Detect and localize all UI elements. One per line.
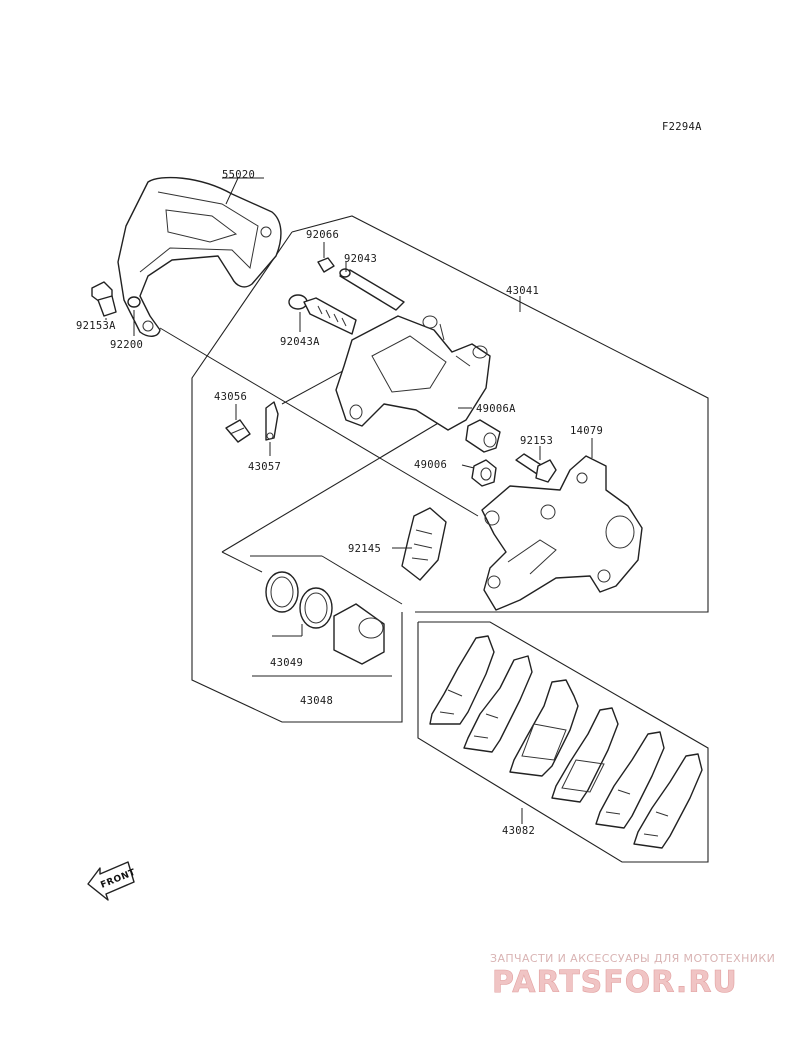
brake-pad-6 xyxy=(633,753,703,849)
figure-code: F2294A xyxy=(662,121,702,133)
part-label-43082: 43082 xyxy=(502,825,535,837)
boot-49006A xyxy=(465,419,501,453)
piston-seal-43049-b xyxy=(299,587,333,629)
pad-frame-43082 xyxy=(417,621,709,863)
part-label-92153: 92153 xyxy=(520,435,553,447)
brake-pad-4 xyxy=(551,707,619,803)
part-label-92200: 92200 xyxy=(110,339,143,351)
part-label-92043A: 92043A xyxy=(280,336,320,348)
bolt-92153 xyxy=(515,453,557,483)
washer-92200 xyxy=(127,296,141,308)
part-label-92066: 92066 xyxy=(306,229,339,241)
pin-cap-92066 xyxy=(317,257,335,273)
pad-spring-92145 xyxy=(401,507,447,581)
slide-pin-92043A xyxy=(288,294,357,335)
alignment-line-bleeder xyxy=(281,365,353,405)
bleeder-valve-43056 xyxy=(225,419,251,443)
watermark-brand: PARTSFOR.RU xyxy=(492,965,738,1000)
piston-seal-43049-a xyxy=(265,571,299,613)
bleeder-cap-43057 xyxy=(265,401,279,441)
caliper-holder-14079 xyxy=(481,455,643,611)
caliper-body xyxy=(335,315,491,431)
leader-55020 xyxy=(225,177,239,205)
brake-pad-2 xyxy=(463,655,533,753)
part-label-43048: 43048 xyxy=(300,695,333,707)
part-label-92153A: 92153A xyxy=(76,320,116,332)
boot-49006 xyxy=(471,459,497,487)
part-label-49006A: 49006A xyxy=(476,403,516,415)
brake-pad-3 xyxy=(509,679,579,777)
assembly-frame-43041 xyxy=(291,215,709,613)
bolt-92153A xyxy=(91,281,117,317)
part-label-92043: 92043 xyxy=(344,253,377,265)
part-label-92145: 92145 xyxy=(348,543,381,555)
piston-43048 xyxy=(333,603,385,665)
part-label-43057: 43057 xyxy=(248,461,281,473)
assembly-frame-left xyxy=(191,231,403,723)
alignment-line-bracket xyxy=(159,327,479,517)
part-label-43041: 43041 xyxy=(506,285,539,297)
part-label-49006: 49006 xyxy=(414,459,447,471)
slide-pin-92043 xyxy=(339,268,405,311)
front-direction-arrow: FRONT xyxy=(87,861,138,901)
subframe-diag xyxy=(321,555,403,605)
caliper-bracket-55020 xyxy=(117,176,282,337)
piston-subframe xyxy=(221,421,441,553)
subframe-edge xyxy=(221,551,263,573)
part-label-14079: 14079 xyxy=(570,425,603,437)
brake-pad-1 xyxy=(429,635,495,725)
part-label-43056: 43056 xyxy=(214,391,247,403)
leader-49006 xyxy=(461,464,475,469)
part-label-55020: 55020 xyxy=(222,169,255,181)
part-label-43049: 43049 xyxy=(270,657,303,669)
brake-pad-5 xyxy=(595,731,665,829)
watermark-subtitle: ЗАПЧАСТИ И АКСЕССУАРЫ ДЛЯ МОТОТЕХНИКИ xyxy=(490,952,775,965)
